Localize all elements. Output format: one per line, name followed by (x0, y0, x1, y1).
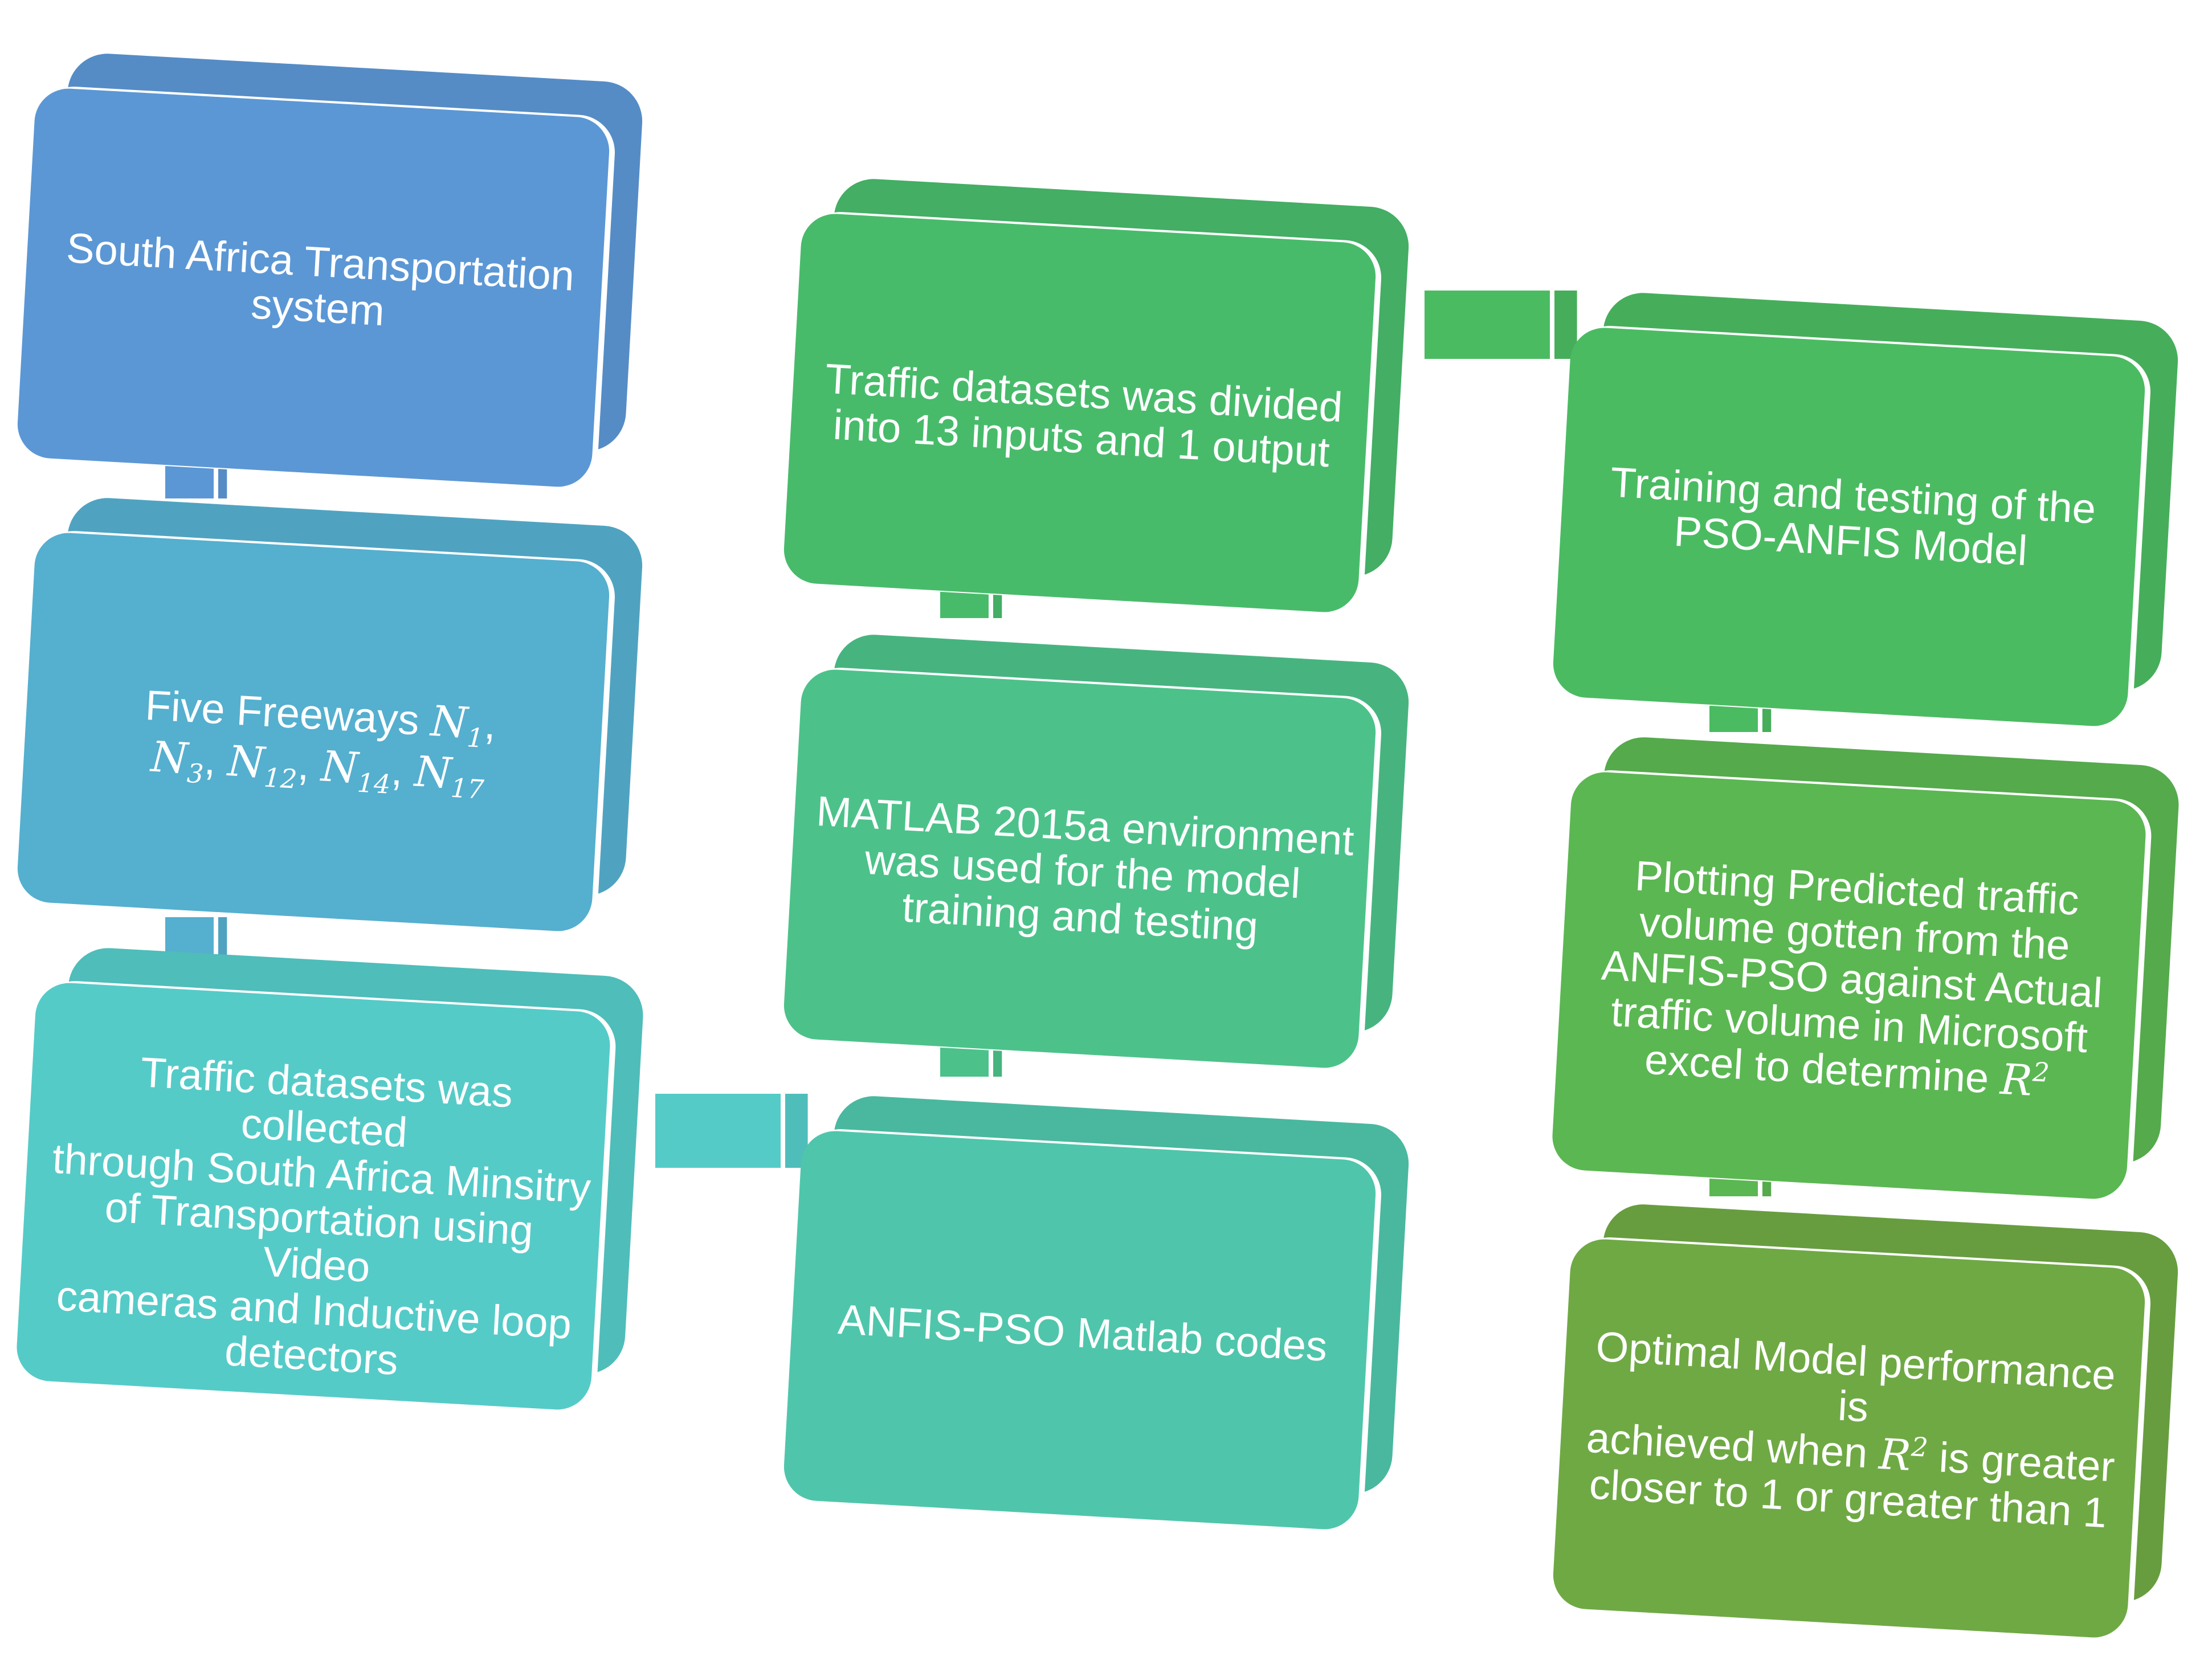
box-matlab-environment: MATLAB 2015a environment was used for th… (815, 787, 1356, 951)
box-shape-optimal (1553, 1204, 2178, 1639)
box-shape-datasets-divided (783, 179, 1409, 614)
box-five-freeways: Five Freeways N1,N3, N12, N14, N17 (27, 599, 611, 887)
box-shape-anfis-codes (783, 1096, 1409, 1531)
box-plotting-predicted: Plotting Predicted traffic volume gotten… (1558, 794, 2146, 1167)
connector-2-3 (165, 917, 227, 957)
connector-divided-training (1425, 291, 1577, 359)
five-freeways-text: Five Freeways N1,N3, N12, N14, N17 (144, 681, 497, 806)
box-south-africa-transportation: South Africa Transportation system (65, 224, 576, 335)
box-datasets-divided: Traffic datasets was divided into 13 inp… (824, 354, 1344, 476)
box-shape-five-freeways (17, 498, 643, 933)
box-anfis-pso-codes: ANFIS-PSO Matlab codes (836, 1295, 1329, 1370)
box-shape-south-africa (17, 54, 643, 488)
box-shape-training-testing (1553, 293, 2178, 727)
box-datasets-collected: Traffic datasets was collected through S… (51, 1048, 593, 1384)
connector-3-anfis (655, 1094, 808, 1168)
box-shape-matlab-env (783, 635, 1409, 1069)
box-training-testing: Training and testing of the PSO-ANFIS Mo… (1609, 458, 2097, 575)
box-shape-datasets-collected (17, 948, 643, 1411)
box-shape-plotting (1552, 737, 2179, 1200)
plotting-text: Plotting Predicted traffic volume gotten… (1600, 852, 2104, 1106)
